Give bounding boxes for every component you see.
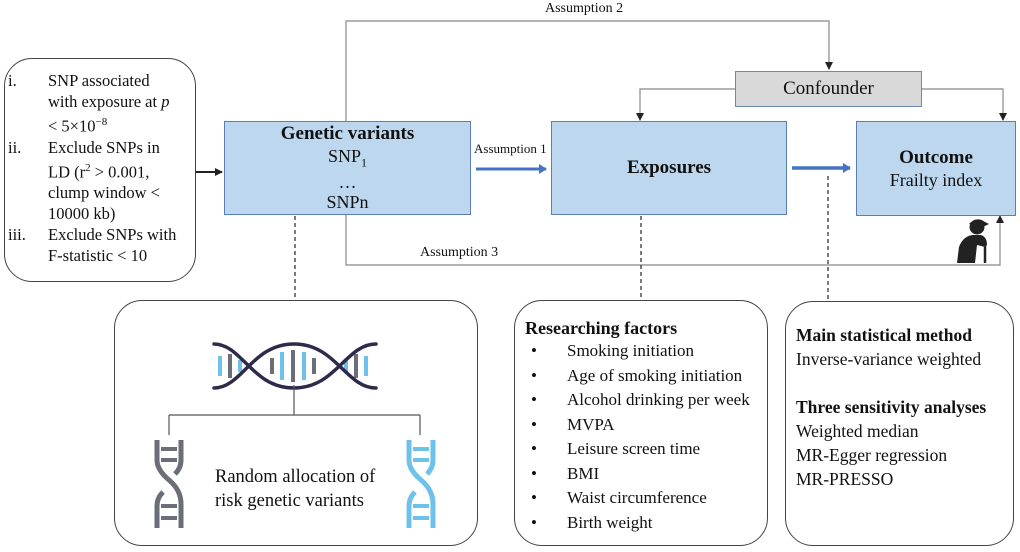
dna-strand-gray-icon	[154, 440, 184, 528]
researching-factors-title: Researching factors	[525, 318, 678, 338]
list-item: •MVPA	[531, 414, 615, 434]
selection-criteria: i. SNP associated with exposure at p < 5…	[8, 70, 194, 266]
outcome-subtitle: Frailty index	[889, 169, 983, 190]
researching-factors: Researching factors •Smoking initiation …	[525, 317, 775, 535]
assumption-2-path	[345, 20, 833, 122]
assumption-2-label: Assumption 2	[545, 1, 624, 16]
confounder-to-exposure-arrow	[636, 88, 735, 121]
dna-tree-lines	[168, 385, 421, 435]
criterion-1: i. SNP associated with exposure at p < 5…	[8, 71, 170, 136]
genetic-variants-box: Genetic variants SNP1 … SNPn	[224, 121, 471, 215]
main-method-title: Main statistical method	[796, 325, 972, 345]
snp-1: SNP1	[327, 145, 368, 170]
outcome-title: Outcome	[899, 146, 973, 168]
methods-box	[785, 301, 1014, 546]
snp-ellipsis: …	[338, 172, 357, 193]
confounder-to-outcome-arrow	[921, 88, 1007, 121]
confounder-box: Confounder	[735, 71, 922, 107]
sensitivity-title: Three sensitivity analyses	[796, 397, 987, 417]
sensitivity-item: MR-PRESSO	[796, 469, 894, 489]
list-item: •BMI	[531, 463, 600, 483]
assumption-3-label: Assumption 3	[420, 245, 499, 260]
elderly-person-icon	[957, 219, 989, 263]
researching-factors-list: •Smoking initiation •Age of smoking init…	[525, 339, 775, 535]
exposures-box: Exposures	[551, 121, 787, 215]
confounder-label: Confounder	[783, 78, 874, 99]
assumption-3-path	[345, 214, 1004, 266]
sensitivity-item: MR-Egger regression	[796, 445, 948, 465]
genetic-variants-title: Genetic variants	[280, 122, 415, 144]
criterion-3: iii. Exclude SNPs with F-statistic < 10	[8, 225, 177, 265]
snp-n: SNPn	[326, 192, 369, 213]
selection-criteria-box	[4, 58, 196, 282]
assumption-1-label: Assumption 1	[474, 141, 547, 156]
methods: Main statistical method Inverse-variance…	[796, 323, 1018, 491]
list-item: •Waist circumference	[531, 488, 707, 507]
list-item: •Age of smoking initiation	[531, 365, 743, 385]
sensitivity-item: Weighted median	[796, 421, 919, 441]
main-method-item: Inverse-variance weighted	[796, 349, 982, 369]
list-item: •Alcohol drinking per week	[531, 390, 750, 409]
exposures-title: Exposures	[626, 157, 712, 178]
list-item: •Leisure screen time	[531, 439, 701, 458]
random-allocation-text: Random allocation of risk genetic varian…	[215, 467, 376, 511]
dna-strand-blue-icon	[406, 440, 436, 528]
outcome-box: Outcome Frailty index	[856, 121, 1016, 216]
criterion-2: ii. Exclude SNPs in LD (r2 > 0.001, clum…	[8, 137, 160, 224]
researching-factors-box	[514, 300, 768, 546]
list-item: •Birth weight	[531, 512, 653, 532]
list-item: •Smoking initiation	[531, 341, 695, 360]
